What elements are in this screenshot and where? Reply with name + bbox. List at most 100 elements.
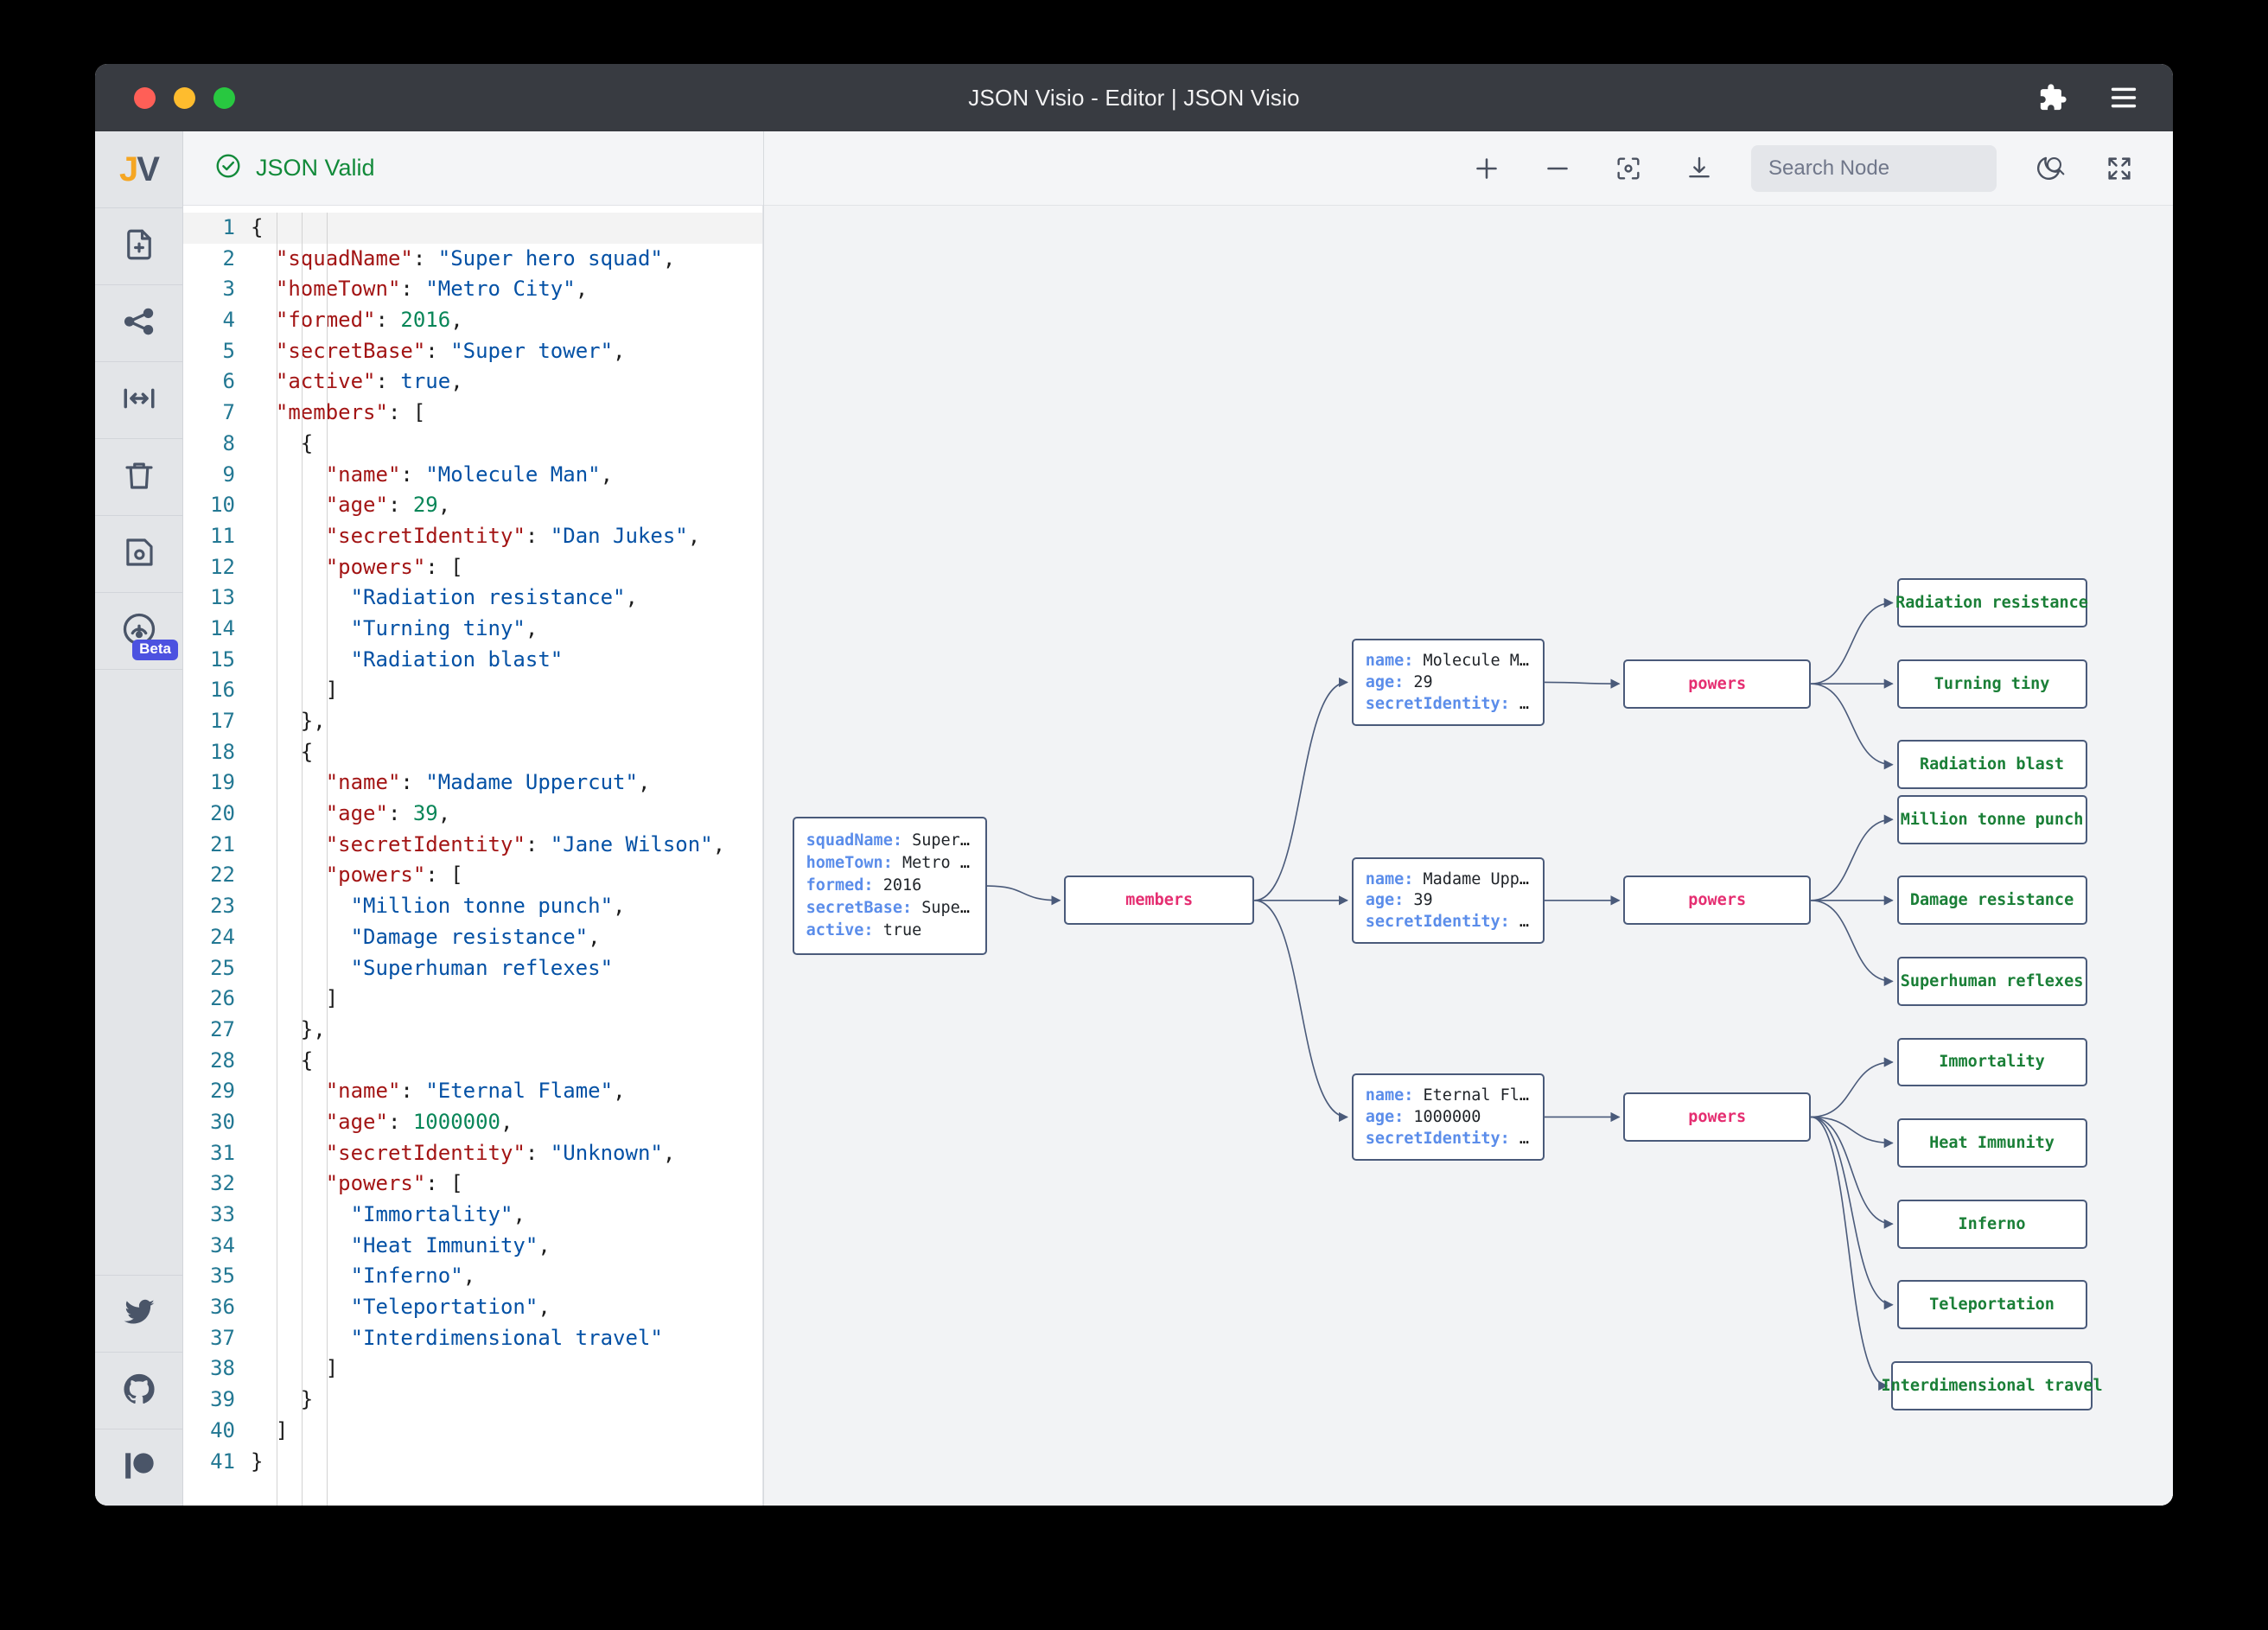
code-line[interactable]: 39 } — [183, 1385, 763, 1416]
line-number: 39 — [210, 1387, 235, 1412]
code-line[interactable]: 35 "Inferno", — [183, 1261, 763, 1292]
puzzle-piece-icon[interactable] — [2038, 83, 2067, 112]
line-number: 32 — [210, 1171, 235, 1196]
graph-node-leaf[interactable]: Radiation resistance — [1895, 578, 2088, 627]
line-number: 11 — [210, 523, 235, 548]
code-line[interactable]: 26 ] — [183, 984, 763, 1015]
search-input[interactable] — [1768, 156, 2036, 181]
sidebar-item-delete[interactable] — [95, 439, 182, 516]
code-line[interactable]: 36 "Teleportation", — [183, 1292, 763, 1323]
graph-node-leaf[interactable]: Interdimensional travel — [1881, 1360, 2103, 1410]
code-line[interactable]: 22 "powers": [ — [183, 860, 763, 891]
code-line[interactable]: 3 "homeTown": "Metro City", — [183, 274, 763, 305]
code-line[interactable]: 4 "formed": 2016, — [183, 305, 763, 336]
graph-node-value: 1000000 — [1413, 1108, 1481, 1127]
zoom-in-button[interactable] — [1468, 150, 1506, 188]
graph-node-key-members[interactable]: members — [1064, 875, 1255, 926]
code-line[interactable]: 34 "Heat Immunity", — [183, 1231, 763, 1262]
sidebar-item-save[interactable] — [95, 516, 182, 593]
graph-node-object[interactable]: name: Eternal Flameage: 1000000secretIde… — [1351, 1073, 1545, 1161]
code-line[interactable]: 6 "active": true, — [183, 366, 763, 398]
code-line[interactable]: 31 "secretIdentity": "Unknown", — [183, 1138, 763, 1169]
code-line[interactable]: 7 "members": [ — [183, 398, 763, 429]
code-line[interactable]: 18 { — [183, 737, 763, 768]
code-editor[interactable]: 1{2 "squadName": "Super hero squad",3 "h… — [183, 206, 763, 1506]
code-text: "powers": [ — [325, 1171, 463, 1196]
code-line[interactable]: 30 "age": 1000000, — [183, 1107, 763, 1138]
zoom-out-button[interactable] — [1539, 150, 1577, 188]
graph-node-row: homeTown: Metro City — [806, 852, 973, 875]
code-line[interactable]: 12 "powers": [ — [183, 552, 763, 583]
graph-node-leaf[interactable]: Million tonne punch — [1896, 794, 2087, 844]
code-line[interactable]: 33 "Immortality", — [183, 1200, 763, 1231]
sidebar-item-github[interactable] — [95, 1352, 182, 1429]
graph-node-leaf[interactable]: Immortality — [1896, 1037, 2087, 1087]
close-button[interactable] — [134, 86, 156, 109]
code-line[interactable]: 38 ] — [183, 1353, 763, 1385]
minimize-button[interactable] — [174, 86, 195, 109]
sidebar-item-cloud-compare[interactable]: Beta — [95, 593, 182, 670]
graph-node-leaf[interactable]: Inferno — [1896, 1199, 2087, 1249]
sidebar-item-new-document[interactable] — [95, 208, 182, 285]
code-line[interactable]: 21 "secretIdentity": "Jane Wilson", — [183, 830, 763, 861]
indent-guide — [301, 213, 303, 1506]
graph-node-key-powers[interactable]: powers — [1623, 875, 1812, 926]
graph-node-leaf[interactable]: Heat Immunity — [1896, 1118, 2087, 1168]
code-line[interactable]: 41} — [183, 1447, 763, 1478]
maximize-button[interactable] — [213, 86, 235, 109]
graph-edge — [1811, 901, 1895, 990]
graph-node-leaf[interactable]: Turning tiny — [1896, 659, 2087, 709]
code-line[interactable]: 10 "age": 29, — [183, 490, 763, 521]
sidebar-item-twitter[interactable] — [95, 1275, 182, 1352]
code-line[interactable]: 24 "Damage resistance", — [183, 922, 763, 953]
code-text: "age": 39, — [325, 801, 451, 826]
graph-node-object[interactable]: name: Madame Uppercutage: 39secretIdenti… — [1351, 856, 1545, 944]
code-line[interactable]: 14 "Turning tiny", — [183, 614, 763, 645]
code-line[interactable]: 8 { — [183, 429, 763, 460]
code-line[interactable]: 13 "Radiation resistance", — [183, 583, 763, 614]
code-line[interactable]: 20 "age": 39, — [183, 799, 763, 830]
graph-node-key-powers[interactable]: powers — [1623, 659, 1812, 709]
search-node-box[interactable] — [1751, 144, 2065, 192]
code-line[interactable]: 29 "name": "Eternal Flame", — [183, 1076, 763, 1107]
sidebar-item-patreon[interactable] — [95, 1429, 182, 1506]
code-line[interactable]: 25 "Superhuman reflexes" — [183, 953, 763, 984]
floppy-disk-icon — [121, 534, 157, 575]
graph-node-row: age: 39 — [1366, 889, 1531, 911]
graph-node-object[interactable]: squadName: Super hero…homeTown: Metro Ci… — [792, 816, 987, 956]
graph-node-leaf[interactable]: Radiation blast — [1896, 740, 2087, 790]
code-line[interactable]: 28 { — [183, 1046, 763, 1077]
graph-node-leaf[interactable]: Teleportation — [1896, 1280, 2087, 1330]
graph-node-leaf[interactable]: Damage resistance — [1896, 875, 2087, 926]
code-line[interactable]: 1{ — [183, 213, 763, 244]
code-line[interactable]: 37 "Interdimensional travel" — [183, 1323, 763, 1354]
center-focus-icon[interactable] — [1609, 150, 1647, 188]
editor-status-bar: JSON Valid — [183, 131, 763, 206]
code-line[interactable]: 5 "secretBase": "Super tower", — [183, 336, 763, 367]
sidebar-item-fit-width[interactable] — [95, 362, 182, 439]
sidebar-item-share-graph[interactable] — [95, 285, 182, 362]
download-button[interactable] — [1680, 150, 1718, 188]
code-line[interactable]: 9 "name": "Molecule Man", — [183, 460, 763, 491]
graph-node-label: powers — [1688, 1107, 1747, 1126]
check-circle-icon — [214, 152, 242, 184]
code-line[interactable]: 11 "secretIdentity": "Dan Jukes", — [183, 521, 763, 552]
graph-node-key-powers[interactable]: powers — [1623, 1092, 1812, 1142]
code-line[interactable]: 15 "Radiation blast" — [183, 645, 763, 676]
code-line[interactable]: 27 }, — [183, 1015, 763, 1046]
code-line[interactable]: 17 }, — [183, 706, 763, 737]
code-line[interactable]: 23 "Million tonne punch", — [183, 891, 763, 922]
graph-canvas[interactable]: squadName: Super hero…homeTown: Metro Ci… — [764, 206, 2173, 1506]
hamburger-menu-icon[interactable] — [2109, 85, 2138, 111]
theme-toggle-button[interactable] — [2029, 150, 2067, 188]
code-line[interactable]: 32 "powers": [ — [183, 1168, 763, 1200]
code-line[interactable]: 16 ] — [183, 675, 763, 706]
code-line[interactable]: 19 "name": "Madame Uppercut", — [183, 767, 763, 799]
fullscreen-button[interactable] — [2100, 150, 2138, 188]
graph-node-leaf[interactable]: Superhuman reflexes — [1896, 956, 2087, 1006]
code-line[interactable]: 40 ] — [183, 1416, 763, 1447]
line-number: 24 — [210, 924, 235, 949]
code-line[interactable]: 2 "squadName": "Super hero squad", — [183, 244, 763, 275]
